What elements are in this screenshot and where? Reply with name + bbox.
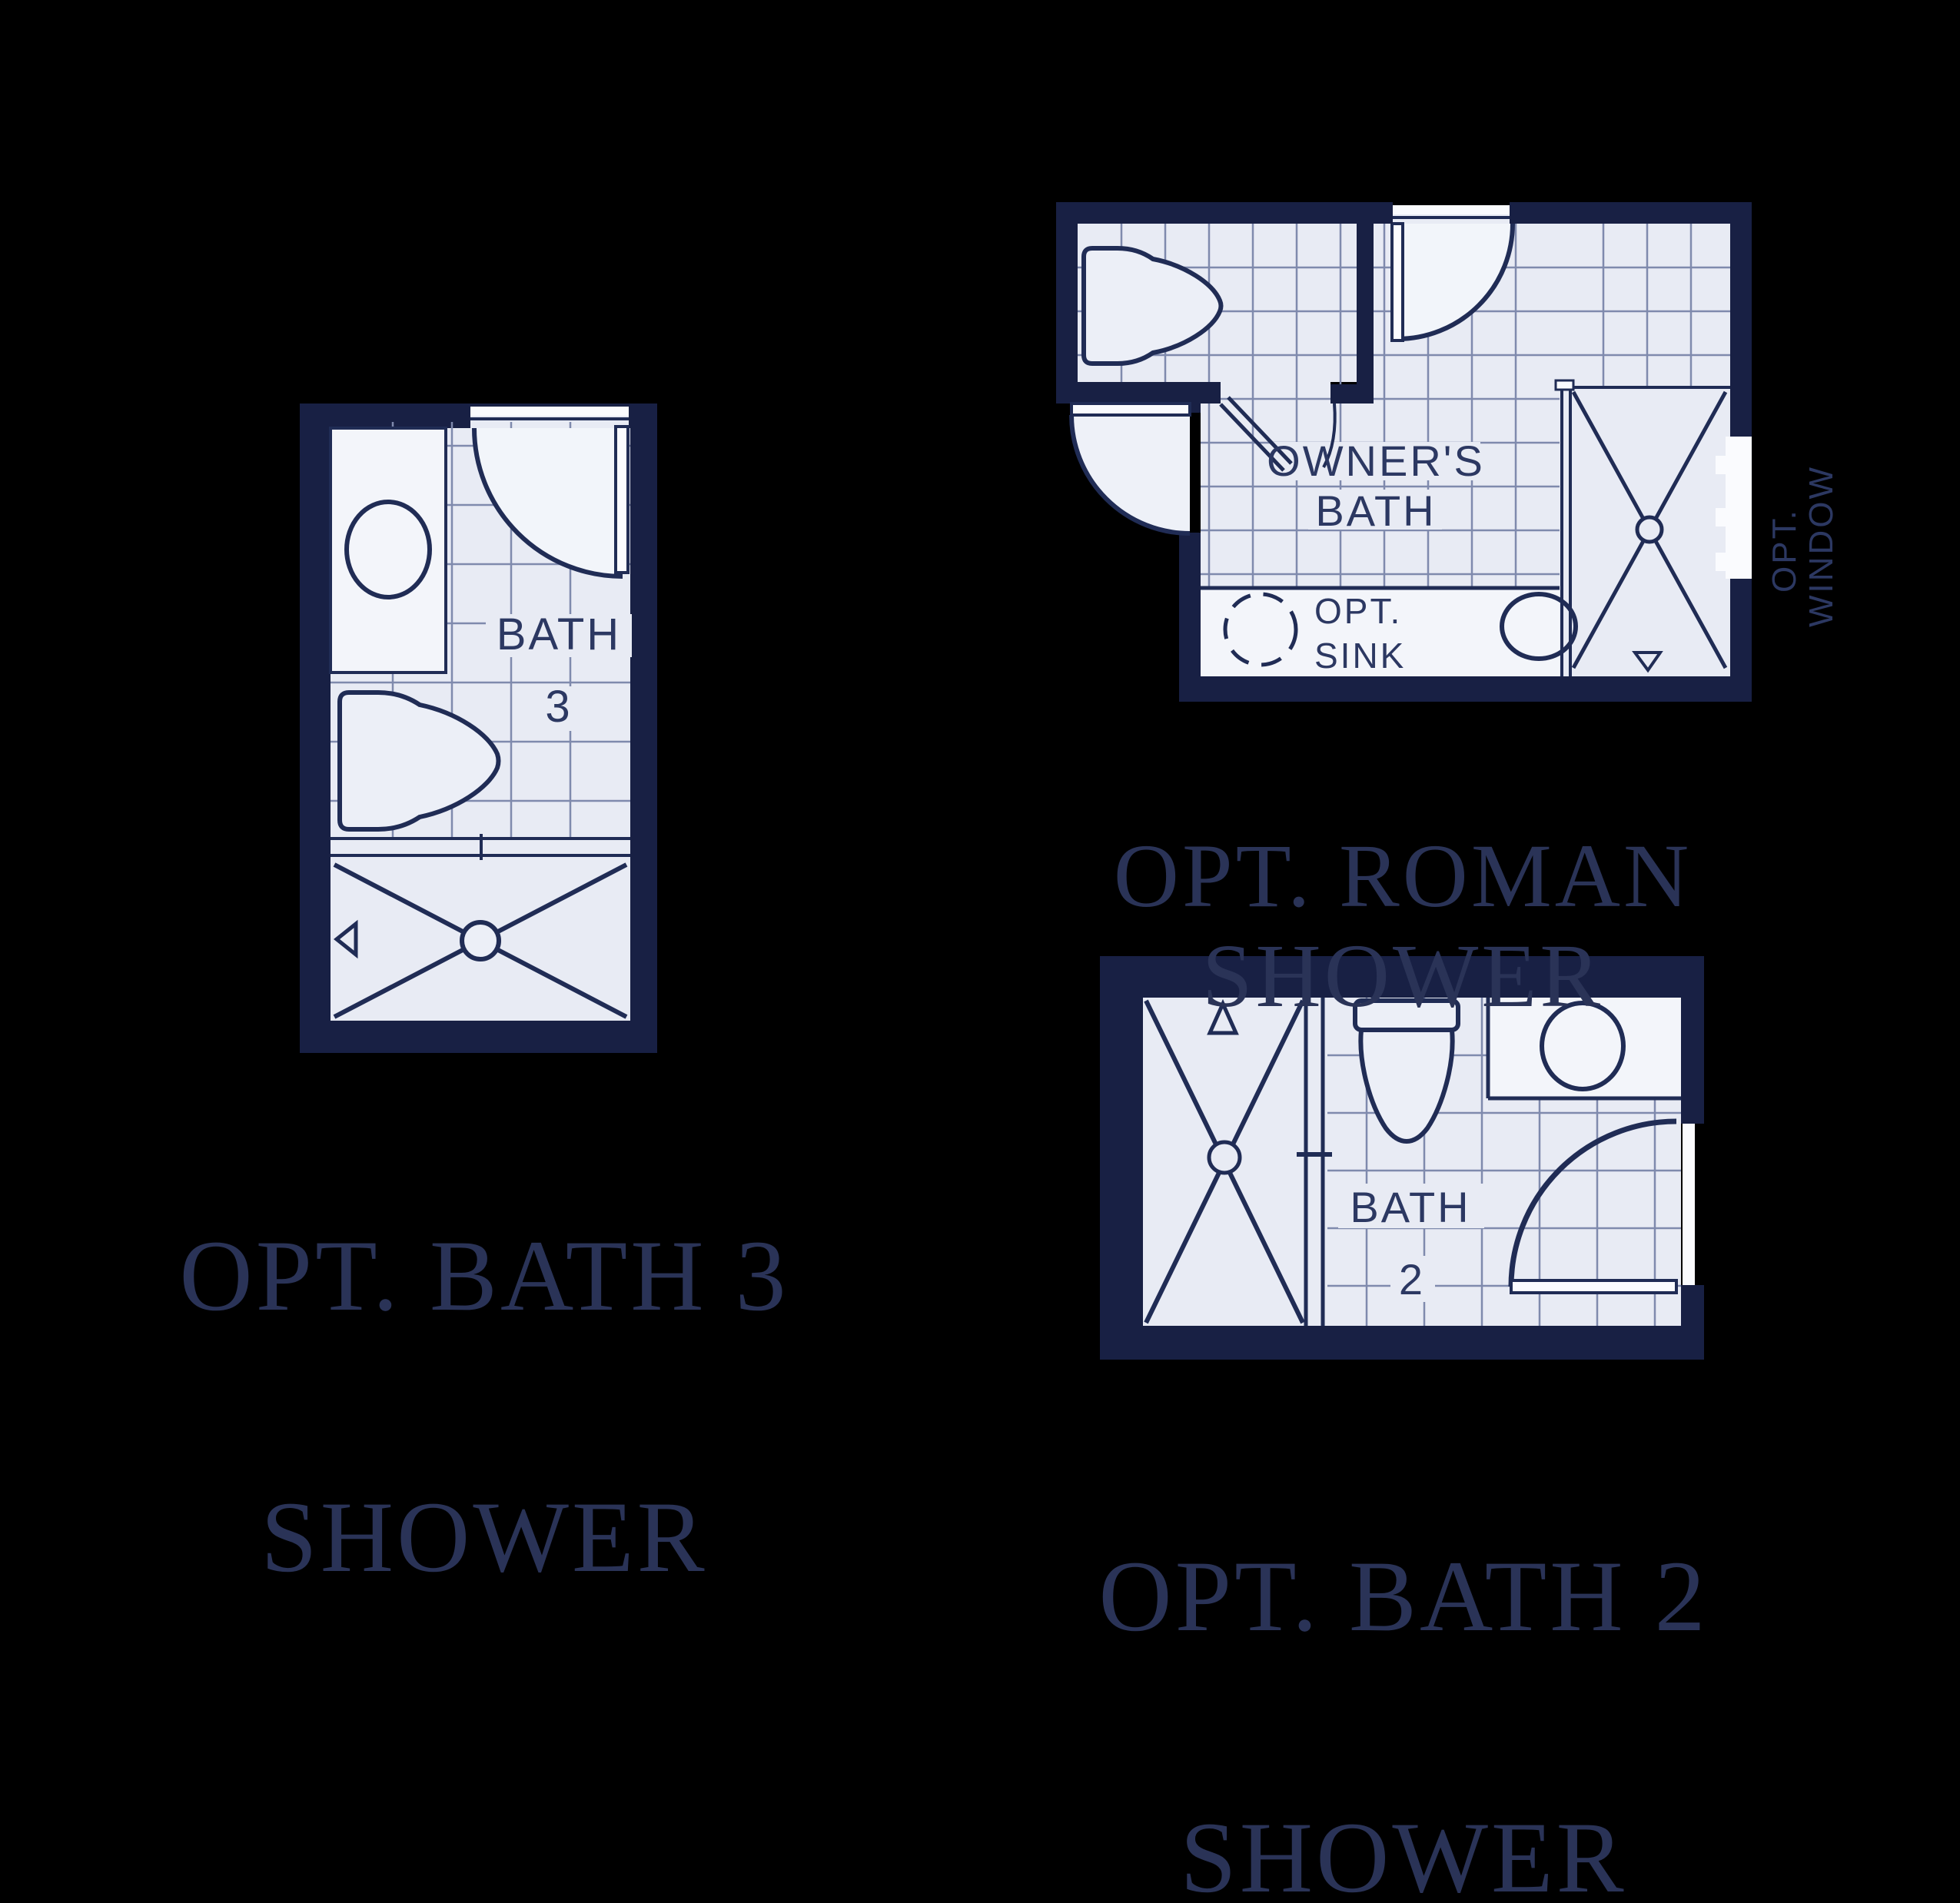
bath2-vanity-counter bbox=[1488, 998, 1681, 1098]
bath2-room-label-line1: BATH bbox=[1350, 1183, 1470, 1231]
owners-entry-threshold bbox=[1393, 205, 1510, 214]
owners-pocket-door-leaf bbox=[1219, 396, 1293, 472]
owners-entry-door-leaf bbox=[1390, 222, 1404, 342]
bath2-floor-plan: BATH 2 bbox=[1100, 956, 1704, 1360]
owners-opt-window-label-line2: WINDOW bbox=[1802, 465, 1840, 627]
bath3-door-swing-arc bbox=[472, 427, 623, 579]
owners-label-backing2 bbox=[1308, 490, 1442, 530]
bath2-entry-door bbox=[1508, 1118, 1678, 1294]
owners-opt-sink-label-line2: SINK bbox=[1314, 636, 1406, 676]
bath2-sink bbox=[1540, 1001, 1626, 1091]
caption-roman-line1: OPT. ROMAN SHOWER bbox=[1113, 825, 1693, 1026]
bath3-vanity-counter bbox=[329, 427, 447, 674]
bath3-door-swing-area bbox=[474, 428, 623, 576]
caption-bath2-line2: SHOWER bbox=[1180, 1801, 1627, 1903]
caption-bath3-line2: SHOWER bbox=[261, 1480, 708, 1593]
bath3-room-label-line2: 3 bbox=[545, 682, 572, 732]
bath2-vanity-edge bbox=[1486, 998, 1681, 1101]
bath2-label-backing2 bbox=[1390, 1256, 1435, 1302]
owners-roman-shower bbox=[1554, 379, 1730, 676]
owners-room-label-line2: BATH bbox=[1315, 487, 1436, 535]
owners-entry-door-swing-area bbox=[1397, 224, 1513, 339]
caption-bath2-shower: OPT. BATH 2 SHOWER bbox=[1019, 1400, 1788, 1903]
owners-room-label-line1: OWNER'S bbox=[1267, 437, 1485, 485]
caption-bath2-line1: OPT. BATH 2 bbox=[1098, 1539, 1709, 1652]
bath2-shower-drain bbox=[1207, 1140, 1242, 1175]
bath3-room-label-line1: BATH bbox=[497, 609, 621, 659]
bath3-door-leaf bbox=[614, 425, 630, 574]
owners-entry-door-arc bbox=[1397, 223, 1515, 341]
owners-toilet bbox=[1081, 246, 1224, 366]
bath2-label-backing bbox=[1338, 1184, 1484, 1228]
bath2-door-threshold bbox=[1683, 1124, 1695, 1285]
bath2-shower-head-marker bbox=[1207, 998, 1239, 1035]
bath3-label-backing2 bbox=[538, 686, 581, 731]
bath3-door-threshold bbox=[470, 407, 629, 416]
owners-shower-drain bbox=[1635, 515, 1664, 544]
owners-opt-window bbox=[1716, 437, 1752, 579]
caption-bath3-shower: OPT. BATH 3 SHOWER bbox=[61, 1080, 907, 1733]
bath3-floor-plan: BATH 3 bbox=[300, 404, 657, 1053]
owners-sink bbox=[1500, 592, 1578, 661]
bath3-shower-curb bbox=[331, 834, 630, 860]
bath3-shower bbox=[333, 862, 628, 1019]
owners-opt-window-label-line1: OPT. bbox=[1766, 508, 1803, 593]
bath2-toilet bbox=[1353, 998, 1460, 1144]
caption-roman-shower: OPT. ROMAN SHOWER bbox=[942, 726, 1864, 1126]
owners-shower-head-marker bbox=[1632, 651, 1663, 673]
bath3-label-backing bbox=[486, 614, 632, 657]
bath3-sink bbox=[344, 500, 432, 599]
owners-exterior-door bbox=[1069, 402, 1191, 536]
owners-bath-floor-plan: OWNER'S BATH OPT. SINK OPT. WINDOW bbox=[1056, 202, 1840, 706]
bath3-shower-drain bbox=[460, 920, 501, 961]
owners-opt-sink bbox=[1223, 592, 1298, 667]
bath3-shower-head-marker bbox=[333, 919, 358, 959]
bath2-room-label-line2: 2 bbox=[1399, 1255, 1425, 1304]
owners-vanity-counter bbox=[1201, 588, 1560, 676]
bath2-walls bbox=[1100, 956, 1704, 1360]
owners-opt-sink-label-line1: OPT. bbox=[1314, 591, 1402, 631]
owners-pocket-door-arc bbox=[1322, 403, 1337, 468]
owners-label-backing bbox=[1271, 442, 1480, 480]
bath3-toilet bbox=[337, 690, 501, 832]
bath2-shower bbox=[1144, 998, 1332, 1326]
caption-bath3-line1: OPT. BATH 3 bbox=[179, 1219, 789, 1332]
